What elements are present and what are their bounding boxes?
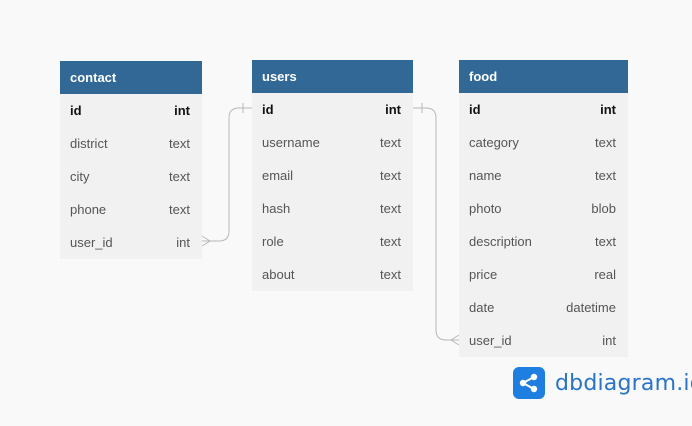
- column-row[interactable]: category text: [459, 126, 628, 159]
- edge-food-crowsfoot: [450, 334, 460, 346]
- column-name: photo: [469, 201, 502, 216]
- column-row[interactable]: district text: [60, 127, 202, 160]
- column-row[interactable]: user_id int: [459, 324, 628, 357]
- column-type: text: [595, 234, 616, 249]
- column-type: text: [380, 234, 401, 249]
- dbdiagram-logo[interactable]: dbdiagram.io: [513, 367, 692, 399]
- column-name: id: [70, 103, 82, 118]
- column-name: price: [469, 267, 498, 282]
- column-row[interactable]: about text: [252, 258, 413, 291]
- column-row[interactable]: id int: [60, 94, 202, 127]
- column-row[interactable]: date datetime: [459, 291, 628, 324]
- column-type: int: [174, 103, 190, 118]
- column-row[interactable]: city text: [60, 160, 202, 193]
- table-name: users: [262, 69, 297, 84]
- column-name: email: [262, 168, 294, 183]
- column-name: id: [262, 102, 274, 117]
- column-name: about: [262, 267, 295, 282]
- column-row[interactable]: photo blob: [459, 192, 628, 225]
- table-name: contact: [70, 70, 117, 85]
- logo-text: dbdiagram.io: [555, 370, 692, 396]
- column-row[interactable]: role text: [252, 225, 413, 258]
- column-name: category: [469, 135, 519, 150]
- column-row[interactable]: email text: [252, 159, 413, 192]
- column-type: real: [594, 267, 616, 282]
- column-type: int: [602, 333, 616, 348]
- table-food[interactable]: food id int category text name text phot…: [459, 60, 628, 357]
- column-type: int: [176, 235, 190, 250]
- column-type: text: [169, 169, 190, 184]
- column-row[interactable]: id int: [252, 93, 413, 126]
- edge-contact-users-line: [202, 107, 252, 242]
- table-name: food: [469, 69, 498, 84]
- column-row[interactable]: user_id int: [60, 226, 202, 259]
- column-type: blob: [591, 201, 616, 216]
- column-type: text: [380, 201, 401, 216]
- table-header[interactable]: food: [459, 60, 628, 93]
- column-name: user_id: [469, 333, 512, 348]
- column-row[interactable]: username text: [252, 126, 413, 159]
- column-name: name: [469, 168, 502, 183]
- column-type: text: [595, 135, 616, 150]
- table-header[interactable]: users: [252, 60, 413, 93]
- column-name: username: [262, 135, 320, 150]
- column-row[interactable]: name text: [459, 159, 628, 192]
- column-row[interactable]: hash text: [252, 192, 413, 225]
- column-name: phone: [70, 202, 107, 217]
- edge-food-users[interactable]: [413, 103, 460, 346]
- column-type: datetime: [566, 300, 616, 315]
- column-name: hash: [262, 201, 291, 216]
- column-type: text: [380, 135, 401, 150]
- column-name: city: [70, 169, 90, 184]
- share-nodes-icon: [513, 367, 545, 399]
- column-name: description: [469, 234, 532, 249]
- column-row[interactable]: id int: [459, 93, 628, 126]
- table-header[interactable]: contact: [60, 61, 202, 94]
- table-users[interactable]: users id int username text email text ha…: [252, 60, 413, 291]
- table-contact[interactable]: contact id int district text city text p…: [60, 61, 202, 259]
- column-type: text: [169, 202, 190, 217]
- column-name: role: [262, 234, 284, 249]
- edge-food-users-line: [413, 107, 459, 341]
- column-name: user_id: [70, 235, 113, 250]
- column-type: text: [380, 267, 401, 282]
- column-row[interactable]: phone text: [60, 193, 202, 226]
- column-name: id: [469, 102, 481, 117]
- column-row[interactable]: price real: [459, 258, 628, 291]
- edge-contact-crowsfoot: [201, 235, 211, 247]
- column-type: text: [380, 168, 401, 183]
- column-type: int: [600, 102, 616, 117]
- edge-contact-users[interactable]: [201, 103, 252, 247]
- column-name: date: [469, 300, 495, 315]
- column-type: int: [385, 102, 401, 117]
- column-type: text: [169, 136, 190, 151]
- column-row[interactable]: description text: [459, 225, 628, 258]
- column-name: district: [70, 136, 108, 151]
- column-type: text: [595, 168, 616, 183]
